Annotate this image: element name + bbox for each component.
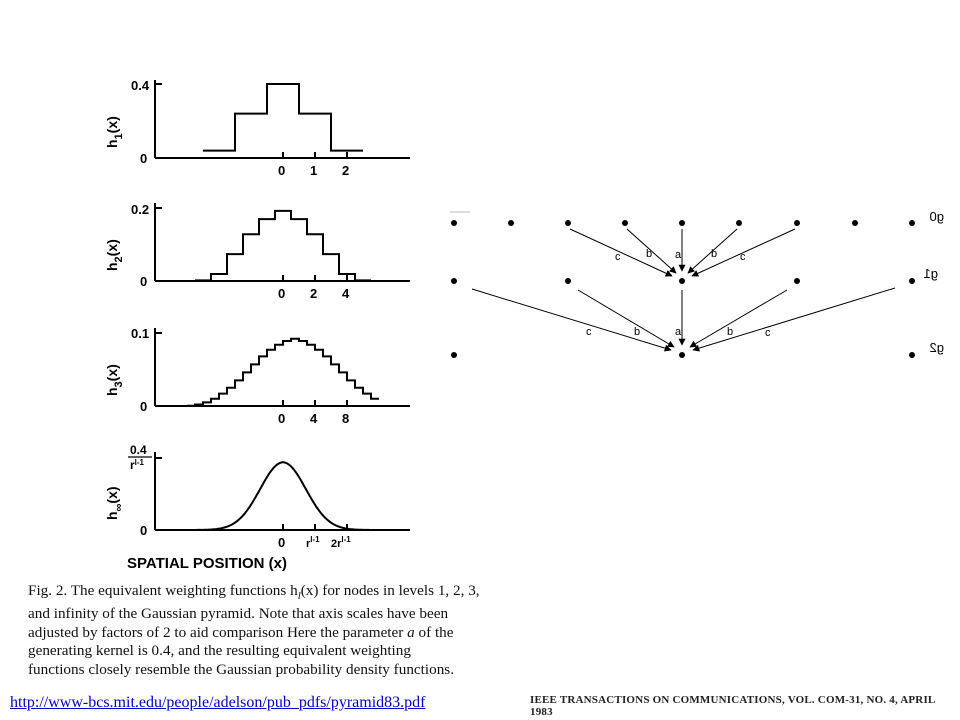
panel-h3-ytick-zero-label: 0 — [140, 399, 147, 414]
node — [794, 278, 800, 284]
panel-hinf: 0.4 rl-1 0 h∞(x) 0 rl-1 2rl-1 — [104, 443, 410, 550]
arrow — [471, 288, 672, 352]
caption-line-4: generating kernel is 0.4, and the result… — [28, 642, 411, 660]
panel-hinf-ytick-top-num: 0.4 — [130, 443, 147, 457]
panel-hinf-ytick-top-den: rl-1 — [130, 458, 145, 472]
weight-label: c — [615, 251, 621, 263]
weight-labels-bottom: c b a b c — [586, 326, 771, 339]
node — [909, 220, 915, 226]
row-g0-nodes — [451, 220, 915, 226]
node — [679, 220, 685, 226]
weight-label: c — [586, 326, 592, 338]
panel-h2-xtick-label: 4 — [342, 286, 350, 301]
panel-h2-xtick-label: 2 — [310, 286, 317, 301]
figure-caption: Fig. 2. The equivalent weighting functio… — [9, 582, 507, 679]
panel-h3-steps — [187, 337, 379, 407]
panel-h3-ylabel: h3(x) — [104, 364, 125, 396]
panel-h2-steps — [195, 209, 371, 282]
weight-label: c — [765, 327, 771, 339]
caption-line-2: and infinity of the Gaussian pyramid. No… — [28, 605, 449, 623]
panel-h3-xtick-label: 8 — [342, 411, 349, 426]
panel-h3-ytick-top-label: 0.1 — [131, 326, 149, 341]
arrows-g0-g1 — [569, 228, 796, 277]
panel-hinf-xtick-b-label: 2rl-1 — [331, 535, 351, 550]
panel-h2-ytick-top-label: 0.2 — [131, 202, 149, 217]
weight-label: a — [675, 249, 682, 261]
panel-h2: 0.2 0 h2(x) 0 2 4 — [104, 202, 410, 301]
caption-line-3: adjusted by factors of 2 to aid comparis… — [28, 623, 454, 641]
node — [622, 220, 628, 226]
panel-h1-ylabel: h1(x) — [104, 116, 125, 148]
panel-h3-xtick-label: 4 — [310, 411, 318, 426]
arrow — [687, 228, 738, 274]
arrow — [569, 228, 673, 277]
weight-label: c — [740, 251, 746, 263]
weight-label: b — [711, 248, 717, 260]
weight-label: a — [675, 326, 682, 338]
node — [679, 278, 685, 284]
panel-h2-ylabel: h2(x) — [104, 239, 125, 271]
panel-h1: 0.4 0 h1(x) 0 1 2 — [104, 78, 410, 178]
panel-h2-ytick-zero-label: 0 — [140, 274, 147, 289]
caption-line-1: Fig. 2. The equivalent weighting functio… — [28, 582, 480, 603]
weight-label: b — [646, 248, 652, 260]
arrow — [692, 287, 896, 352]
weight-labels-top: c b a b c — [615, 248, 746, 263]
arrow — [691, 228, 796, 277]
node — [909, 352, 915, 358]
panel-hinf-ytick-zero-label: 0 — [140, 523, 147, 538]
node — [451, 220, 457, 226]
node — [679, 352, 685, 358]
panel-hinf-xtick-a-label: rl-1 — [306, 535, 320, 550]
node — [909, 278, 915, 284]
row-g2-nodes — [451, 352, 915, 358]
panel-hinf-ylabel: h∞(x) — [104, 486, 125, 520]
panel-h3: 0.1 0 h3(x) 0 4 8 — [104, 326, 410, 426]
journal-header: IEEE TRANSACTIONS ON COMMUNICATIONS, VOL… — [530, 694, 935, 718]
node — [451, 278, 457, 284]
weight-label: b — [634, 326, 640, 338]
weight-label: b — [727, 326, 733, 338]
level-label-g0: g0 — [930, 209, 944, 224]
panel-h3-xtick-label: 0 — [278, 411, 285, 426]
x-axis-title: SPATIAL POSITION (x) — [127, 555, 287, 572]
panel-h1-steps — [203, 83, 363, 152]
panel-hinf-curve — [184, 461, 381, 531]
panel-h1-ytick-top-label: 0.4 — [131, 78, 150, 93]
node — [508, 220, 514, 226]
panel-h1-xtick-label: 1 — [310, 163, 317, 178]
caption-line-5: functions closely resemble the Gaussian … — [28, 660, 455, 678]
node — [852, 220, 858, 226]
level-label-g2: g2 — [930, 340, 944, 355]
weighting-functions-figure: 0.4 0 h1(x) 0 1 2 0.2 0 h2(x) 0 2 4 0.1 … — [104, 78, 410, 572]
node — [451, 352, 457, 358]
source-url-link[interactable]: http://www-bcs.mit.edu/people/adelson/pu… — [10, 694, 426, 711]
panel-hinf-xtick-zero-label: 0 — [278, 535, 285, 550]
node — [794, 220, 800, 226]
arrow — [577, 289, 675, 348]
pyramid-node-diagram: c b a b c c b a b c g0 g1 g2 — [450, 209, 944, 358]
panel-h2-xtick-label: 0 — [278, 286, 285, 301]
arrow — [626, 228, 677, 274]
panel-h1-xtick-label: 0 — [278, 163, 285, 178]
panel-h1-xtick-label: 2 — [342, 163, 349, 178]
node — [565, 220, 571, 226]
node — [736, 220, 742, 226]
arrow — [689, 289, 788, 348]
level-label-g1: g1 — [924, 266, 938, 281]
row-g1-nodes — [451, 278, 915, 284]
panel-h1-ytick-zero-label: 0 — [140, 151, 147, 166]
node — [565, 278, 571, 284]
arrows-g1-g2 — [471, 287, 896, 352]
